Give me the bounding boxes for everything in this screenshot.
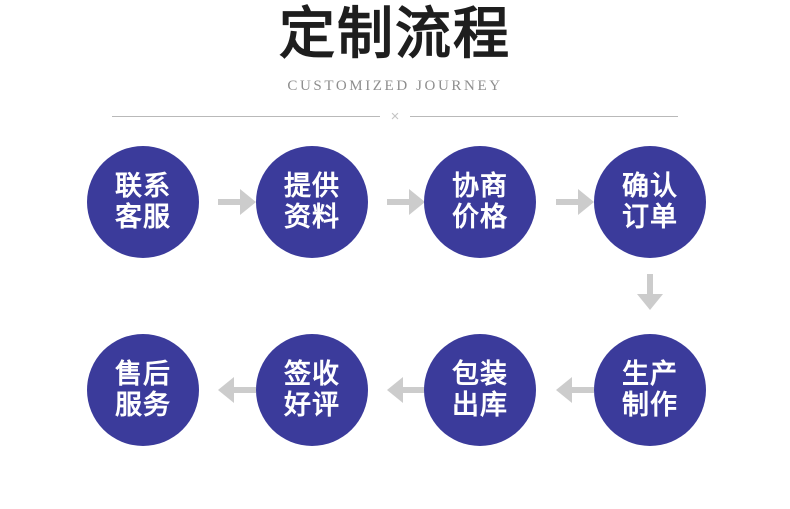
arrow-left-icon-3	[556, 377, 594, 403]
flow-node-label-line1: 生产	[622, 359, 678, 390]
flow-node-label-line1: 签收	[284, 359, 340, 390]
flow-node-label-line2: 资料	[284, 202, 340, 233]
flow-node-packaging-shipping[interactable]: 包装 出库	[424, 334, 536, 446]
flow-node-provide-materials[interactable]: 提供 资料	[256, 146, 368, 258]
page-subtitle: CUSTOMIZED JOURNEY	[287, 78, 503, 94]
arrow-head	[240, 189, 256, 215]
arrow-right-icon-3	[556, 189, 594, 215]
arrow-head	[637, 294, 663, 310]
arrow-head	[556, 377, 572, 403]
flow-node-label-line1: 协商	[452, 171, 508, 202]
flow-node-label-line1: 包装	[452, 359, 508, 390]
flow-node-label-line1: 确认	[622, 171, 678, 202]
flow-node-label-line2: 制作	[622, 390, 678, 421]
flow-node-label-line2: 客服	[115, 202, 171, 233]
flow-node-confirm-order[interactable]: 确认 订单	[594, 146, 706, 258]
flow-node-label-line2: 好评	[284, 390, 340, 421]
arrow-shaft	[232, 387, 256, 393]
arrow-shaft	[570, 387, 594, 393]
arrow-shaft	[647, 274, 653, 296]
arrow-shaft	[401, 387, 425, 393]
flow-node-label-line2: 服务	[115, 390, 171, 421]
arrow-right-icon-1	[218, 189, 256, 215]
flow-node-contact-service[interactable]: 联系 客服	[87, 146, 199, 258]
flow-node-label-line2: 价格	[452, 202, 508, 233]
arrow-shaft	[387, 199, 411, 205]
arrow-down-icon	[637, 274, 663, 310]
arrow-shaft	[218, 199, 242, 205]
arrow-head	[578, 189, 594, 215]
arrow-head	[218, 377, 234, 403]
page-title: 定制流程	[279, 2, 511, 67]
divider-line-left	[112, 116, 380, 117]
flow-node-negotiate-price[interactable]: 协商 价格	[424, 146, 536, 258]
arrow-head	[409, 189, 425, 215]
arrow-left-icon-2	[387, 377, 425, 403]
arrow-left-icon-1	[218, 377, 256, 403]
flow-node-label-line1: 售后	[115, 359, 171, 390]
flow-node-label-line1: 联系	[115, 171, 171, 202]
flow-node-label-line1: 提供	[284, 171, 340, 202]
page-header: 定制流程 CUSTOMIZED JOURNEY ×	[0, 0, 790, 126]
header-divider: ×	[112, 108, 678, 125]
divider-x-icon: ×	[390, 108, 400, 125]
flow-node-label-line2: 出库	[452, 390, 508, 421]
divider-line-right	[410, 116, 678, 117]
arrow-right-icon-2	[387, 189, 425, 215]
arrow-shaft	[556, 199, 580, 205]
flow-node-receipt-review[interactable]: 签收 好评	[256, 334, 368, 446]
flow-node-label-line2: 订单	[622, 202, 678, 233]
flow-node-production[interactable]: 生产 制作	[594, 334, 706, 446]
arrow-head	[387, 377, 403, 403]
flow-node-after-sales-service[interactable]: 售后 服务	[87, 334, 199, 446]
